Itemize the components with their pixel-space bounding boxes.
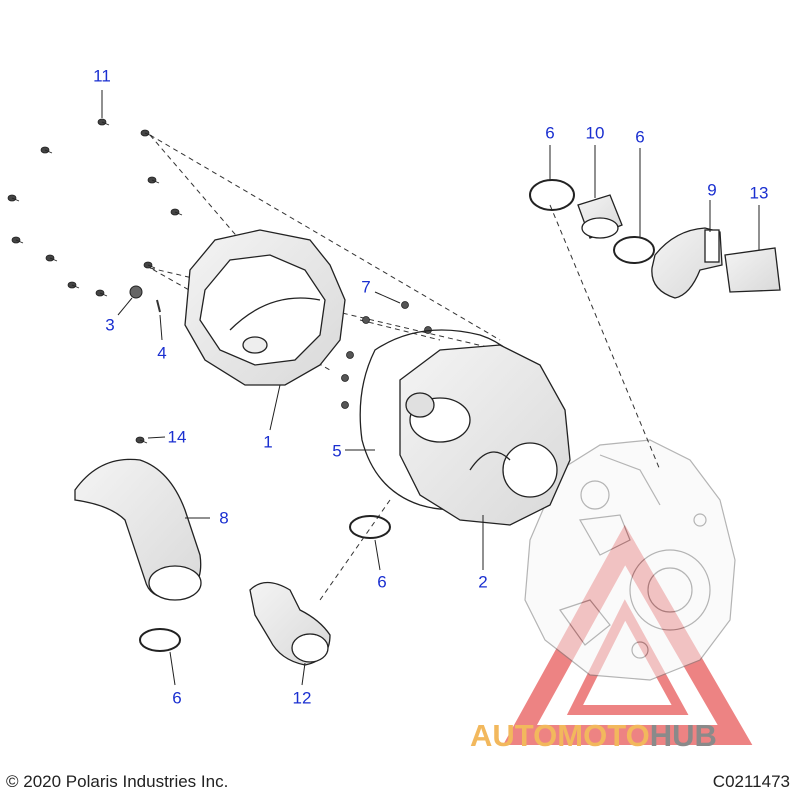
callout-6-lower: 6 [172,688,182,708]
callout-3: 3 [105,315,115,335]
transmission-housing [524,439,736,681]
callout-10: 10 [585,123,605,143]
callout-1: 1 [263,432,273,452]
callout-7: 7 [361,277,371,297]
callout-9: 9 [707,180,717,200]
watermark-brand-text: AUTOMOTOHUB [470,718,717,754]
bolt-set [7,118,183,444]
callout-11: 11 [93,66,111,86]
diagram-code: C0211473 [712,772,790,791]
item-9-elbow [651,227,723,299]
callout-14: 14 [167,427,187,447]
item-4-pin [156,299,161,313]
callout-5: 5 [332,441,342,461]
item-6-clamps [139,179,655,652]
nut-set [341,301,432,409]
callout-2: 2 [478,572,488,592]
callout-6-upper-right: 6 [635,127,645,147]
callout-12: 12 [292,688,312,708]
callout-6-upper-left: 6 [545,123,555,143]
copyright-text: © 2020 Polaris Industries Inc. [6,772,229,791]
callout-6-middle: 6 [377,572,387,592]
item-13-cover [724,247,781,293]
item-12-outlet-duct [249,581,331,666]
callout-4: 4 [157,343,167,363]
callout-13: 13 [749,183,769,203]
callout-leaders [101,90,760,686]
watermark-part1: AUTOMOTO [470,718,650,753]
item-1-outer-cover [184,229,346,386]
item-10-coupler [577,194,623,239]
item-8-intake-duct [74,458,202,601]
item-3-nut [129,285,143,299]
callout-8: 8 [219,508,229,528]
watermark-part2: HUB [649,718,717,753]
item-2-inner-housing [399,344,571,526]
